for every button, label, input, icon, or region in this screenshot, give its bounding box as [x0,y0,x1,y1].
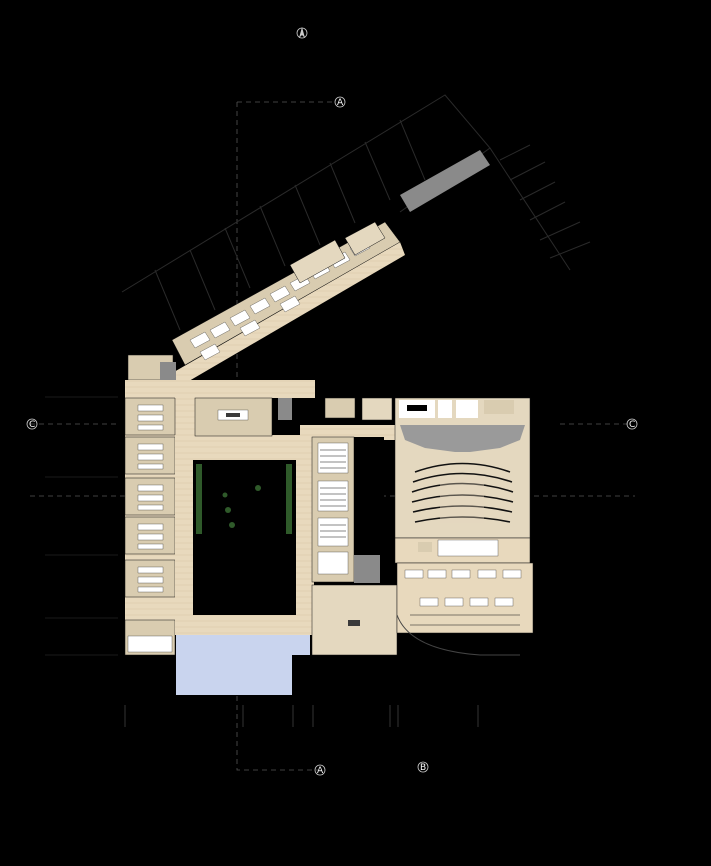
central-courtyard [193,460,296,615]
courtyard-corridor [175,380,395,635]
diagonal-wing-outline [121,94,591,331]
diagonal-classroom-wing [127,150,490,395]
facade-ticks [124,705,479,727]
section-marker-c-right: C [626,418,638,430]
auditorium [394,397,531,564]
marker-label: C [29,420,35,430]
section-marker-b-bottom: B [417,761,429,773]
marker-label: A [317,766,324,776]
canteen [396,562,534,656]
lecture-halls [311,436,384,583]
section-marker-a-bottom: A [314,764,326,776]
section-marker-a-top: A [334,96,346,108]
marker-label: C [629,420,635,430]
structural-grid [45,396,118,656]
north-arrow [296,27,308,39]
marker-label: A [337,98,344,108]
section-marker-c-left: C [26,418,38,430]
upper-hall [194,397,393,437]
lower-hall [311,584,398,656]
pool [176,635,310,695]
marker-label: B [420,763,426,773]
